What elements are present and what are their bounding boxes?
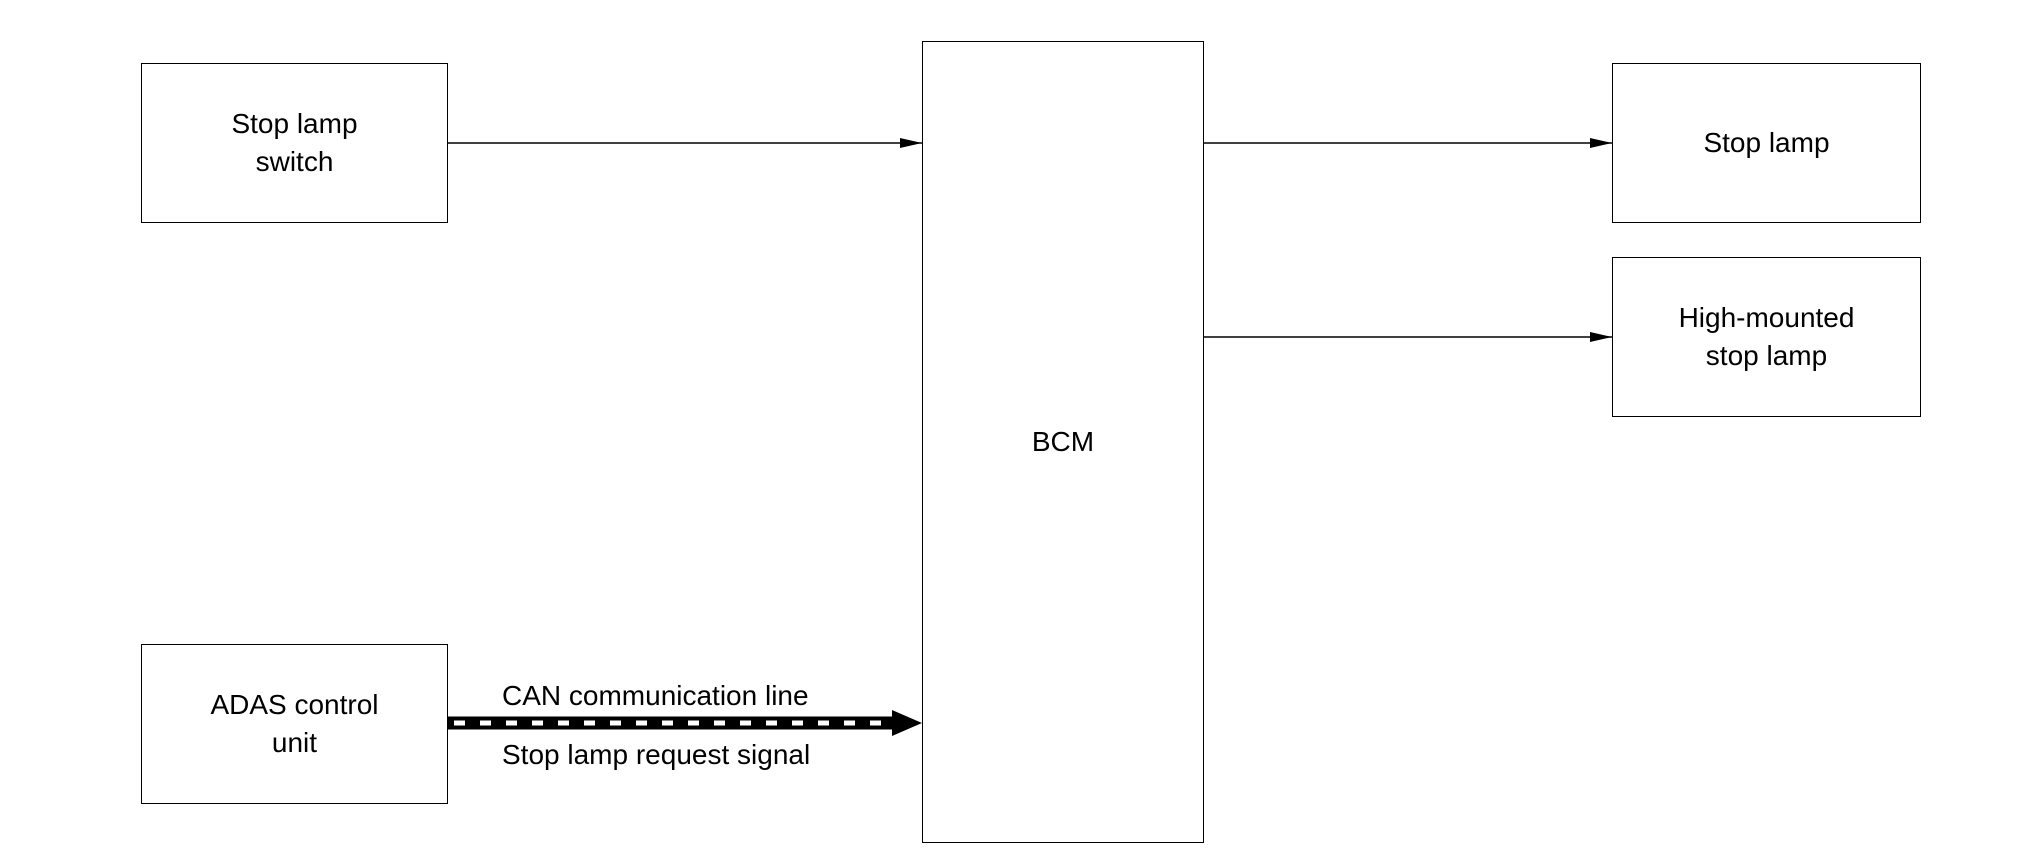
can-communication-line bbox=[448, 710, 922, 736]
stop-lamp-label: Stop lamp bbox=[1703, 127, 1830, 158]
adas-control-unit-block: ADAS control unit bbox=[141, 644, 448, 804]
bcm-label: BCM bbox=[1031, 426, 1095, 457]
can-line-arrowhead bbox=[892, 710, 922, 736]
high-mounted-stop-lamp-block: High-mounted stop lamp bbox=[1612, 257, 1921, 417]
bcm-block: BCM bbox=[922, 41, 1204, 843]
adas-control-unit-label: ADAS control unit bbox=[210, 689, 379, 758]
stop-lamp-block: Stop lamp bbox=[1612, 63, 1921, 223]
stop-lamp-switch-block: Stop lamp switch bbox=[141, 63, 448, 223]
high-mounted-stop-lamp-label: High-mounted stop lamp bbox=[1678, 302, 1855, 371]
stop-lamp-request-signal-label: Stop lamp request signal bbox=[502, 739, 811, 770]
can-communication-line-label: CAN communication line bbox=[502, 680, 809, 711]
stop-lamp-switch-label: Stop lamp switch bbox=[231, 108, 358, 177]
